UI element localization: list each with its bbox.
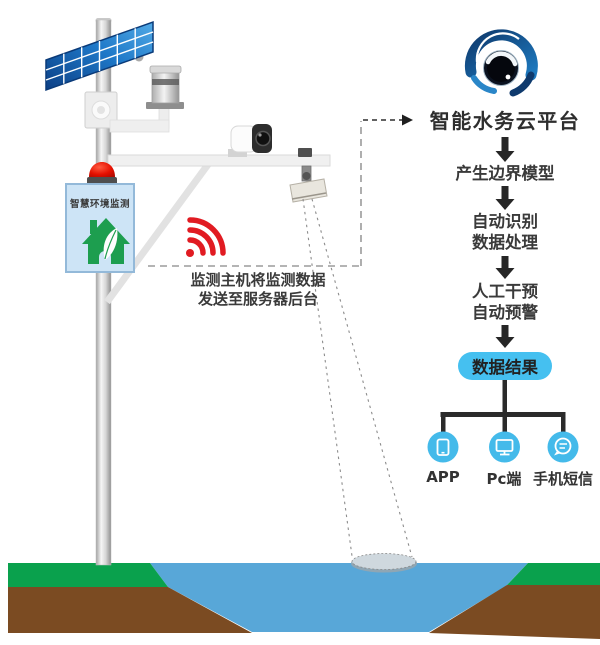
river-scene bbox=[8, 553, 600, 639]
water bbox=[150, 563, 528, 632]
output-connector-tree bbox=[440, 380, 566, 433]
app-icon bbox=[427, 431, 459, 463]
cctv-camera-icon bbox=[228, 124, 272, 157]
eye-logo bbox=[464, 29, 538, 97]
detection-cone bbox=[302, 198, 413, 558]
annotation-line-2: 发送至服务器后台 bbox=[197, 290, 318, 308]
link-arrowhead-icon bbox=[402, 114, 413, 126]
data-link-dashed-line bbox=[148, 114, 413, 267]
rain-gauge-sensor bbox=[109, 65, 184, 133]
wifi-signal-icon bbox=[186, 217, 226, 257]
output-label-sms: 手机短信 bbox=[532, 470, 593, 488]
sms-icon bbox=[547, 431, 579, 463]
flow-step-intervention-warning: 人工干预 自动预警 bbox=[430, 281, 580, 323]
flow-arrows bbox=[495, 137, 515, 348]
left-bank-grass bbox=[8, 563, 168, 587]
annotation-text: 监测主机将监测数据 发送至服务器后台 bbox=[142, 271, 374, 309]
output-label-app: APP bbox=[426, 468, 460, 486]
flow-step-boundary-model: 产生边界模型 bbox=[455, 164, 555, 183]
arm-strut bbox=[104, 156, 215, 305]
flow-step-recognition-processing: 自动识别 数据处理 bbox=[430, 211, 580, 253]
down-arrow-icon bbox=[495, 325, 515, 348]
horizontal-arm bbox=[107, 154, 331, 167]
data-result-badge: 数据结果 bbox=[458, 352, 552, 380]
flow-step-auto-warning: 自动预警 bbox=[472, 303, 538, 322]
junction-box bbox=[84, 91, 118, 129]
down-arrow-icon bbox=[495, 137, 515, 162]
flow-title: 智能水务云平台 bbox=[429, 109, 581, 133]
pc-icon bbox=[489, 431, 520, 463]
solar-panel-icon bbox=[45, 20, 154, 92]
flow-step-manual-intervention: 人工干预 bbox=[472, 282, 538, 301]
down-arrow-icon bbox=[495, 186, 515, 210]
output-label-pc: Pc端 bbox=[486, 470, 522, 488]
down-arrow-icon bbox=[495, 256, 515, 279]
radar-sensor-icon bbox=[289, 148, 328, 203]
detection-spot bbox=[351, 553, 417, 573]
sign-board bbox=[65, 183, 135, 273]
eco-house-icon bbox=[82, 218, 130, 264]
right-bank-grass bbox=[507, 563, 600, 585]
output-channels bbox=[427, 431, 579, 463]
annotation-line-1: 监测主机将监测数据 bbox=[190, 271, 326, 289]
right-bank-soil bbox=[429, 585, 600, 639]
left-bank-soil bbox=[8, 587, 252, 633]
flow-step-auto-recognition: 自动识别 bbox=[472, 212, 538, 231]
sign-label: 智慧环境监测 bbox=[69, 199, 130, 210]
flow-step-data-processing: 数据处理 bbox=[472, 233, 538, 252]
